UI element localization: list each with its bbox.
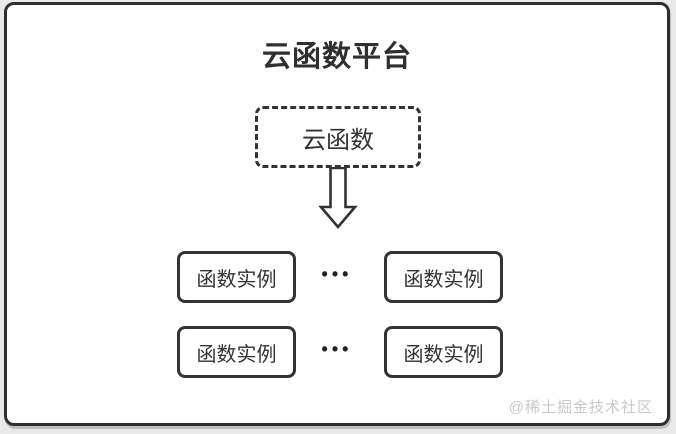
diagram-title: 云函数平台 [261,41,412,73]
function-instance-label: 函数实例 [196,343,277,366]
ellipsis-dots: ••• [321,339,353,359]
diagram-canvas: 云函数平台 云函数 函数实例 ••• 函数实例 函数实例 ••• 函数实例 @稀… [4,2,670,426]
function-instance-node: 函数实例 [177,326,296,378]
function-instance-node: 函数实例 [384,326,503,378]
function-instance-node: 函数实例 [384,251,503,303]
watermark: @稀土掘金技术社区 [508,399,653,416]
down-arrow-icon [318,167,358,230]
function-instance-node: 函数实例 [177,251,296,303]
function-instance-label: 函数实例 [403,343,484,366]
cloud-function-label: 云函数 [302,126,374,154]
cloud-function-node: 云函数 [255,106,421,168]
function-instance-label: 函数实例 [196,268,277,291]
function-instance-label: 函数实例 [403,268,484,291]
ellipsis-dots: ••• [321,264,353,284]
